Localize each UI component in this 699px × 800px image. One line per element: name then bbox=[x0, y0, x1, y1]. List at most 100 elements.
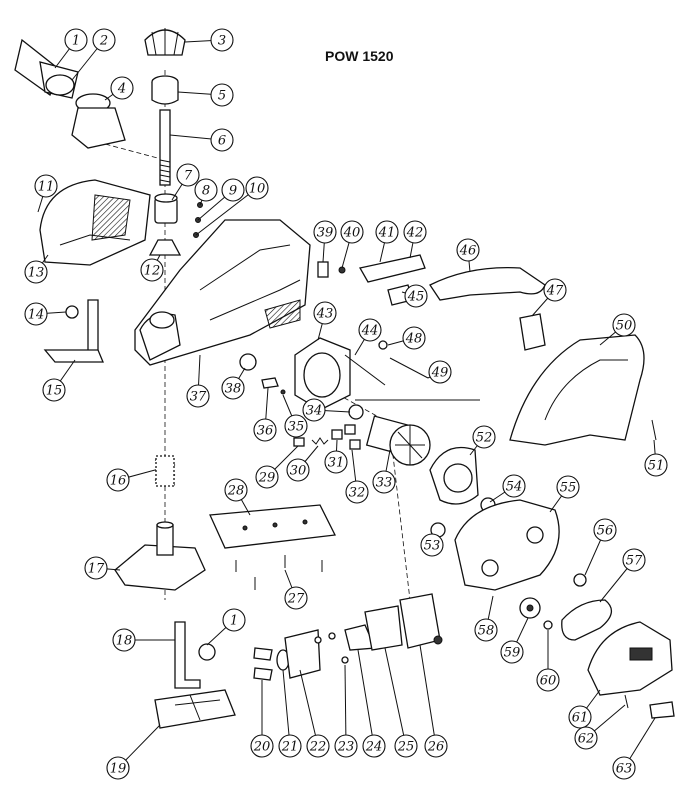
callout-number: 1 bbox=[230, 614, 238, 629]
callout-30: 30 bbox=[286, 458, 310, 482]
callout-circle bbox=[224, 478, 248, 502]
bracket-part bbox=[174, 621, 201, 689]
label-part bbox=[649, 701, 675, 719]
callout-number: 61 bbox=[572, 711, 589, 726]
lower-assembly-part bbox=[253, 593, 443, 681]
callout-circle bbox=[456, 238, 480, 262]
callout-number: 63 bbox=[616, 762, 633, 777]
callout-circle bbox=[284, 586, 308, 610]
callout-38: 38 bbox=[221, 376, 245, 400]
callout-circle bbox=[221, 178, 245, 202]
callout-circle bbox=[64, 28, 88, 52]
callout-circle bbox=[394, 734, 418, 758]
trigger-part bbox=[358, 254, 426, 283]
leader-line-22 bbox=[299, 669, 319, 747]
main-housing-part bbox=[134, 219, 311, 366]
callout-46: 46 bbox=[456, 238, 480, 262]
callout-59: 59 bbox=[500, 640, 524, 664]
callout-43: 43 bbox=[313, 301, 337, 325]
dust-hose-part bbox=[14, 38, 79, 99]
callout-28: 28 bbox=[224, 478, 248, 502]
callout-14: 14 bbox=[24, 302, 48, 326]
callout-circle bbox=[372, 470, 396, 494]
callout-number: 16 bbox=[110, 474, 127, 489]
callout-number: 48 bbox=[405, 332, 423, 347]
callout-circle bbox=[362, 734, 386, 758]
left-cover-part bbox=[39, 179, 151, 266]
callout-44: 44 bbox=[358, 318, 382, 342]
callout-1: 1 bbox=[222, 608, 246, 632]
callout-circle bbox=[24, 260, 48, 284]
callout-48: 48 bbox=[402, 326, 426, 350]
callout-27: 27 bbox=[284, 586, 308, 610]
callout-number: 44 bbox=[361, 324, 379, 339]
callout-12: 12 bbox=[140, 258, 164, 282]
callout-number: 2 bbox=[99, 34, 108, 49]
callout-number: 42 bbox=[406, 226, 424, 241]
callout-circle bbox=[278, 734, 302, 758]
callout-circle bbox=[644, 453, 668, 477]
callout-circle bbox=[313, 220, 337, 244]
callout-number: 43 bbox=[316, 307, 334, 322]
callout-circle bbox=[255, 465, 279, 489]
callout-circle bbox=[612, 313, 636, 337]
callout-circle bbox=[568, 705, 592, 729]
bearing-35-part bbox=[348, 404, 364, 420]
callout-34: 34 bbox=[302, 398, 326, 422]
rear-handle-part bbox=[509, 334, 645, 446]
callout-number: 34 bbox=[306, 404, 323, 419]
callout-20: 20 bbox=[250, 734, 274, 758]
base-plate-part bbox=[209, 504, 336, 549]
callout-45: 45 bbox=[404, 284, 428, 308]
callout-number: 31 bbox=[328, 456, 345, 471]
leader-line-23 bbox=[344, 664, 347, 747]
callout-circle bbox=[186, 384, 210, 408]
callout-number: 54 bbox=[506, 480, 523, 495]
callout-circle bbox=[593, 518, 617, 542]
callout-circle bbox=[424, 734, 448, 758]
callout-circle bbox=[286, 458, 310, 482]
callout-number: 14 bbox=[28, 308, 45, 323]
callout-number: 3 bbox=[218, 34, 226, 49]
callout-61: 61 bbox=[568, 705, 592, 729]
cone-washer-part bbox=[148, 239, 182, 256]
switch-40-part bbox=[317, 261, 329, 278]
callout-circle bbox=[84, 556, 108, 580]
callout-circle bbox=[622, 548, 646, 572]
callout-number: 10 bbox=[249, 182, 266, 197]
callout-3: 3 bbox=[210, 28, 234, 52]
callout-47: 47 bbox=[543, 278, 567, 302]
callout-circle bbox=[253, 418, 277, 442]
callout-number: 50 bbox=[616, 319, 633, 334]
brush-parts bbox=[293, 424, 361, 450]
callout-11: 11 bbox=[34, 174, 58, 198]
callout-number: 57 bbox=[626, 554, 643, 569]
callout-number: 28 bbox=[227, 484, 245, 499]
callout-circle bbox=[324, 450, 348, 474]
callout-25: 25 bbox=[394, 734, 418, 758]
leader-line-26 bbox=[419, 644, 437, 747]
callout-39: 39 bbox=[313, 220, 337, 244]
callout-33: 33 bbox=[372, 470, 396, 494]
screws-28-part bbox=[235, 555, 323, 590]
callout-circle bbox=[428, 360, 452, 384]
callout-13: 13 bbox=[24, 260, 48, 284]
callout-2: 2 bbox=[92, 28, 116, 52]
leader-line-24 bbox=[357, 649, 375, 747]
callout-57: 57 bbox=[622, 548, 646, 572]
callout-31: 31 bbox=[324, 450, 348, 474]
stator-part bbox=[294, 337, 351, 411]
callout-circle bbox=[106, 468, 130, 492]
plate-37-part bbox=[261, 377, 279, 389]
callout-7: 7 bbox=[176, 163, 200, 187]
callout-number: 18 bbox=[116, 634, 133, 649]
callout-circle bbox=[334, 734, 358, 758]
callout-number: 46 bbox=[459, 244, 477, 259]
callout-23: 23 bbox=[334, 734, 358, 758]
washer-1-part bbox=[198, 643, 216, 661]
callout-number: 52 bbox=[476, 431, 493, 446]
callout-circle bbox=[302, 398, 326, 422]
diagram-title: POW 1520 bbox=[325, 48, 394, 64]
